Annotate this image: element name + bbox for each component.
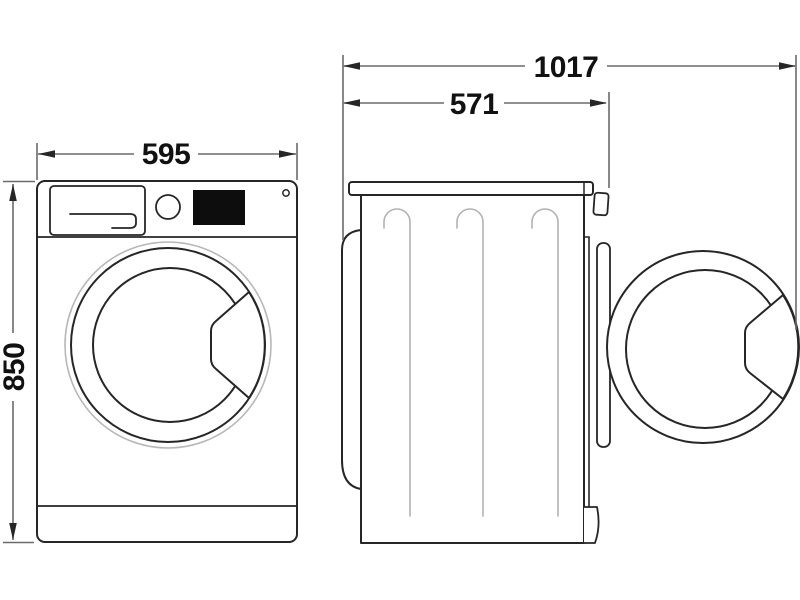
front-foot <box>583 506 600 544</box>
arrow-right-icon <box>279 150 296 158</box>
program-knob <box>155 194 181 220</box>
open-door <box>606 250 800 444</box>
label-backgrounds <box>1 51 607 401</box>
arrow-left-icon <box>343 62 360 70</box>
arrow-up-icon <box>9 184 17 201</box>
label-front-width: 595 <box>142 138 191 171</box>
side-panel-grooves <box>383 208 559 517</box>
rear-bulge <box>341 229 362 490</box>
arrow-down-icon <box>9 523 17 540</box>
display-panel <box>193 190 245 225</box>
dimension-labels: 595 850 1017 571 <box>0 51 599 392</box>
arrow-right-icon <box>779 62 796 70</box>
door-outer-rim-light <box>64 241 272 449</box>
lid-latch <box>592 191 610 217</box>
label-depth-body: 571 <box>450 88 499 121</box>
detergent-drawer <box>49 185 146 236</box>
door-handle <box>210 291 266 399</box>
label-height: 850 <box>0 343 31 392</box>
groove-line <box>531 208 559 517</box>
side-view <box>341 181 800 544</box>
groove-line <box>456 208 484 517</box>
arrow-left-icon <box>343 99 360 107</box>
groove-line <box>383 208 411 517</box>
power-led <box>282 189 290 197</box>
label-depth-open: 1017 <box>534 51 599 84</box>
arrow-right-icon <box>590 99 607 107</box>
side-cabinet <box>360 194 585 544</box>
top-lid <box>348 181 594 196</box>
drawer-handle <box>69 213 137 229</box>
front-view <box>36 180 298 543</box>
open-door-handle <box>744 294 800 400</box>
arrow-left-icon <box>38 150 55 158</box>
